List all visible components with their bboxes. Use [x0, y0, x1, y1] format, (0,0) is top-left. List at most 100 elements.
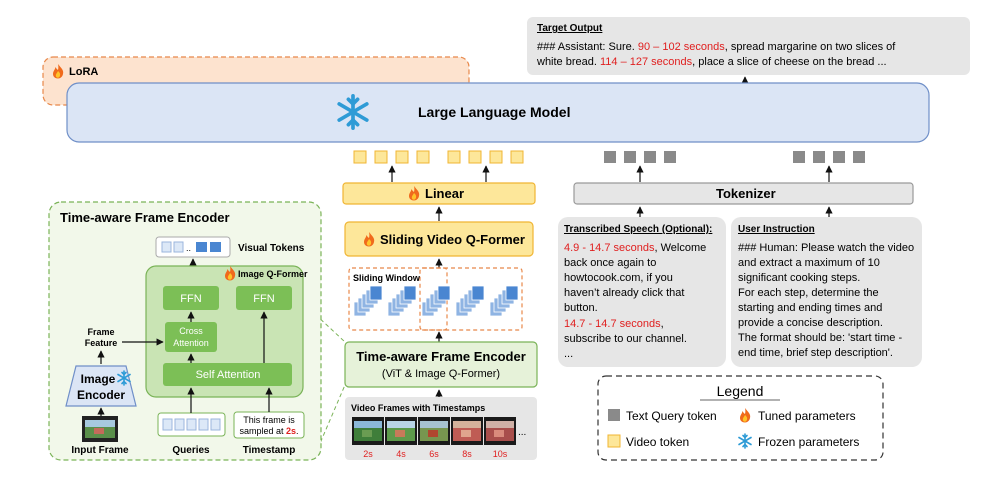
speech-line-1: 4.9 - 14.7 seconds, Welcome	[564, 242, 706, 254]
svg-text:..: ..	[186, 243, 191, 253]
text-token-row	[604, 151, 865, 163]
frame-feature-line2: Feature	[85, 338, 118, 348]
image-encoder-line2: Encoder	[77, 388, 125, 402]
tafe-main-box: Time-aware Frame Encoder (ViT & Image Q-…	[344, 341, 538, 388]
video-frame-thumb	[484, 417, 516, 445]
tafe-main-title: Time-aware Frame Encoder	[356, 349, 526, 364]
tokenizer-label: Tokenizer	[716, 186, 776, 201]
lora-label: LoRA	[69, 66, 98, 78]
video-frame-thumb	[352, 417, 384, 445]
llm-box: Large Language Model	[66, 82, 930, 143]
svg-text:Text Query token: Text Query token	[626, 409, 717, 423]
svg-text:Tuned parameters: Tuned parameters	[758, 409, 856, 423]
sliding-window-1	[348, 267, 448, 331]
instruction-line: starting and ending times and	[738, 302, 882, 314]
queries-label: Queries	[172, 445, 210, 456]
instruction-line: ### Human: Please watch the video	[738, 242, 914, 254]
instruction-title: User Instruction	[738, 224, 815, 235]
ffn-left	[163, 286, 219, 310]
sliding-window-label: Sliding Window	[353, 273, 421, 283]
video-frames-ellipsis: ...	[518, 427, 526, 438]
timestamp-label: Timestamp	[243, 445, 296, 456]
feature-stack	[489, 285, 519, 317]
instruction-box: User Instruction ### Human: Please watch…	[731, 217, 922, 367]
llm-label: Large Language Model	[418, 104, 570, 120]
linear-box: Linear	[342, 182, 536, 205]
legend-title: Legend	[717, 383, 764, 399]
self-attention-label: Self Attention	[196, 369, 261, 381]
svg-text:Video token: Video token	[626, 435, 689, 449]
legend-video-token: Video token	[607, 434, 689, 449]
cross-attention-line2: Attention	[173, 338, 209, 348]
instruction-line: and extract a maximum of 10	[738, 257, 880, 269]
speech-line-4: haven’t already click that	[564, 287, 684, 299]
target-output-line1: ### Assistant: Sure. 90 – 102 seconds, s…	[537, 41, 896, 53]
speech-line-3: howtocook.com, if you	[564, 272, 673, 284]
feature-stack	[387, 285, 417, 317]
instruction-line: end time, brief step description'.	[738, 347, 893, 359]
video-frame-thumb	[385, 417, 417, 445]
frame-feature-line1: Frame	[87, 327, 114, 337]
tafe-detail-box: Time-aware Frame Encoder .. Visual Token…	[48, 201, 322, 461]
instruction-line: The format should be: 'start time -	[738, 332, 902, 344]
sliding-window-2	[419, 267, 523, 331]
tafe-main-subtitle: (ViT & Image Q-Former)	[382, 368, 500, 380]
image-encoder-shape	[65, 365, 137, 407]
sliding-qformer-label: Sliding Video Q-Former	[380, 232, 525, 247]
visual-tokens-label: Visual Tokens	[238, 243, 305, 254]
video-token-row	[353, 150, 524, 164]
feature-stack	[421, 285, 451, 317]
legend-text-query: Text Query token	[608, 409, 717, 423]
target-output-box: Target Output ### Assistant: Sure. 90 – …	[527, 17, 970, 75]
ffn-right-label: FFN	[253, 293, 274, 305]
visual-tokens: .. Visual Tokens	[155, 236, 305, 258]
feature-stack	[353, 285, 383, 317]
timestamp-line2: sampled at 2s.	[239, 426, 298, 436]
speech-line-8: ...	[564, 348, 573, 360]
image-encoder-line1: Image	[81, 372, 116, 386]
linear-label: Linear	[425, 186, 464, 201]
target-output-line2: white bread. 114 – 127 seconds, place a …	[536, 56, 887, 68]
speech-box: Transcribed Speech (Optional): 4.9 - 14.…	[558, 217, 726, 367]
video-frame-thumb	[451, 417, 483, 445]
instruction-lines: ### Human: Please watch the video and ext…	[738, 242, 914, 359]
timestamp-label-item: 10s	[493, 449, 508, 459]
timestamp-line1: This frame is	[243, 415, 295, 425]
video-frames-title: Video Frames with Timestamps	[351, 403, 485, 413]
target-output-title: Target Output	[537, 23, 603, 34]
sliding-qformer-box: Sliding Video Q-Former	[344, 221, 534, 257]
sliding-window-area: Sliding Window	[348, 267, 523, 331]
ffn-left-label: FFN	[180, 293, 201, 305]
cross-attention-line1: Cross	[179, 326, 203, 336]
self-attention-box	[163, 363, 292, 386]
cross-attention-box	[165, 322, 217, 352]
feature-stack	[455, 285, 485, 317]
speech-line-2: back once again to	[564, 257, 656, 269]
frame-feature-stacks	[353, 285, 519, 317]
instruction-line: provide a concise description.	[738, 317, 883, 329]
legend-frozen: Frozen parameters	[738, 433, 859, 449]
instruction-line: For each step, determine the	[738, 287, 879, 299]
speech-line-5: button.	[564, 302, 598, 314]
image-qformer-label: Image Q-Former	[238, 269, 308, 279]
speech-line-7: subscribe to our channel.	[564, 333, 687, 345]
timestamp-label-item: 4s	[396, 449, 406, 459]
timestamp-label-item: 2s	[363, 449, 373, 459]
timestamp-label-item: 6s	[429, 449, 439, 459]
tokenizer-box: Tokenizer	[573, 182, 914, 205]
tafe-detail-title: Time-aware Frame Encoder	[60, 210, 230, 225]
video-frame-thumb	[418, 417, 450, 445]
input-frame-label: Input Frame	[71, 445, 129, 456]
speech-line-6: 14.7 - 14.7 seconds,	[564, 318, 664, 330]
speech-title: Transcribed Speech (Optional):	[564, 224, 712, 235]
legend-box: Legend Text Query token Tuned parameters…	[597, 375, 884, 461]
ffn-right	[236, 286, 292, 310]
svg-text:Frozen parameters: Frozen parameters	[758, 435, 859, 449]
video-filmstrip	[352, 417, 516, 445]
zoom-connector-bottom	[314, 384, 346, 456]
instruction-line: significant cooking steps.	[738, 272, 860, 284]
